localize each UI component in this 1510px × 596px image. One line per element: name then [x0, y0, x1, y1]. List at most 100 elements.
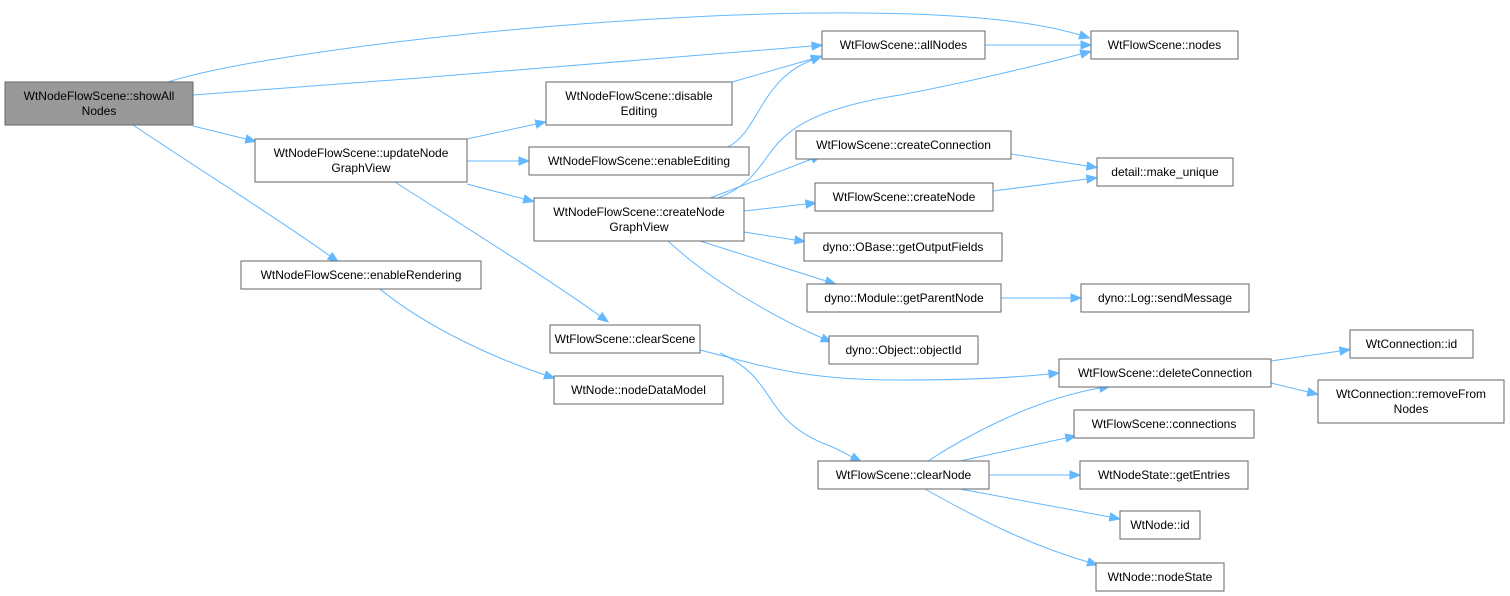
node-box[interactable]	[240, 260, 482, 290]
edge-deleteConnection-to-removeFromNodes	[1270, 382, 1320, 397]
node-deleteConnection[interactable]: WtFlowScene::deleteConnection	[1058, 358, 1272, 388]
edge-line	[1010, 153, 1088, 167]
node-enableRendering[interactable]: WtNodeFlowScene::enableRendering	[240, 260, 482, 290]
node-nodeDataModel[interactable]: WtNode::nodeDataModel	[553, 375, 724, 405]
edge-createNodeGraph-to-objectId	[667, 240, 833, 343]
arrowhead-icon	[1108, 512, 1122, 522]
node-box[interactable]	[1349, 329, 1474, 359]
node-createNode[interactable]: WtFlowScene::createNode	[814, 182, 994, 212]
edge-showAll-to-updateNode	[192, 125, 258, 144]
edge-line	[466, 183, 525, 200]
edge-line	[743, 231, 796, 241]
edge-clearNode-to-getEntries	[989, 470, 1082, 480]
node-box[interactable]	[4, 81, 194, 126]
edge-deleteConnection-to-connectionId	[1270, 346, 1352, 362]
node-box[interactable]	[1317, 379, 1505, 424]
edge-line	[1270, 350, 1341, 362]
node-box[interactable]	[533, 197, 745, 242]
arrowhead-icon	[819, 333, 833, 343]
node-nodeId[interactable]: WtNode::id	[1119, 510, 1201, 540]
node-clearNode[interactable]: WtFlowScene::clearNode	[817, 460, 990, 490]
node-box[interactable]	[814, 182, 994, 212]
node-box[interactable]	[817, 460, 990, 490]
edge-line	[192, 45, 813, 96]
node-box[interactable]	[795, 130, 1012, 160]
node-getEntries[interactable]: WtNodeState::getEntries	[1079, 460, 1249, 490]
node-connectionId[interactable]: WtConnection::id	[1349, 329, 1474, 359]
arrowhead-icon	[1070, 293, 1083, 303]
node-box[interactable]	[545, 81, 733, 126]
edge-line	[709, 158, 813, 199]
node-box[interactable]	[1095, 562, 1225, 592]
node-label: WtFlowScene::connections	[1092, 417, 1237, 431]
edge-disableEditing-to-allNodes	[731, 54, 823, 83]
arrowhead-icon	[596, 311, 610, 323]
arrowhead-icon	[1069, 470, 1082, 480]
node-objectId[interactable]: dyno::Object::objectId	[828, 335, 979, 365]
node-connections[interactable]: WtFlowScene::connections	[1073, 409, 1255, 439]
edge-line	[1270, 382, 1309, 393]
node-label: WtConnection::id	[1366, 337, 1457, 351]
edge-allNodes-to-nodes	[985, 40, 1093, 50]
node-label: WtFlowScene::nodes	[1108, 38, 1221, 52]
edge-updateNode-to-createNodeGraph	[466, 183, 535, 204]
node-label: WtNodeFlowScene::showAll	[24, 89, 175, 103]
edge-clearNode-to-connections	[959, 433, 1078, 462]
edge-line	[959, 488, 1111, 518]
node-box[interactable]	[803, 232, 1003, 262]
edge-line	[719, 352, 853, 458]
node-box[interactable]	[1090, 30, 1239, 60]
node-box[interactable]	[1058, 358, 1272, 388]
node-getParentNode[interactable]: dyno::Module::getParentNode	[806, 283, 1002, 313]
edge-createNode-to-makeUnique	[992, 174, 1099, 192]
arrowhead-icon	[1338, 346, 1352, 356]
node-box[interactable]	[821, 30, 986, 60]
node-enableEditing[interactable]: WtNodeFlowScene::enableEditing	[528, 146, 750, 176]
node-box[interactable]	[1073, 409, 1255, 439]
node-box[interactable]	[1079, 460, 1249, 490]
node-label: dyno::Object::objectId	[845, 343, 961, 357]
node-createConnection[interactable]: WtFlowScene::createConnection	[795, 130, 1012, 160]
arrowhead-icon	[1085, 161, 1099, 171]
node-label: WtFlowScene::clearNode	[836, 468, 972, 482]
node-box[interactable]	[553, 375, 724, 405]
node-label: dyno::Log::sendMessage	[1098, 291, 1232, 305]
node-label: WtNode::id	[1130, 518, 1189, 532]
node-box[interactable]	[528, 146, 750, 176]
node-box[interactable]	[1096, 157, 1234, 187]
arrowhead-icon	[518, 156, 531, 166]
node-label: WtFlowScene::createNode	[833, 190, 976, 204]
node-makeUnique[interactable]: detail::make_unique	[1096, 157, 1234, 187]
edge-line	[132, 124, 331, 257]
edge-line	[394, 181, 601, 317]
node-label: GraphView	[331, 161, 390, 175]
node-box[interactable]	[1119, 510, 1201, 540]
arrowhead-icon	[1078, 30, 1091, 40]
arrowhead-icon	[793, 235, 807, 245]
node-clearScene[interactable]: WtFlowScene::clearScene	[549, 324, 701, 354]
node-sendMessage[interactable]: dyno::Log::sendMessage	[1080, 283, 1250, 313]
edge-line	[959, 437, 1067, 462]
edges-layer	[132, 12, 1352, 567]
node-box[interactable]	[806, 283, 1002, 313]
node-label: Nodes	[82, 104, 117, 118]
arrowhead-icon	[1080, 40, 1093, 50]
node-nodeState[interactable]: WtNode::nodeState	[1095, 562, 1225, 592]
edge-line	[699, 240, 827, 282]
edge-createNodeGraph-to-getOutputFields	[743, 231, 807, 245]
edge-createConnection-to-makeUnique	[1010, 153, 1099, 171]
node-label: WtFlowScene::clearScene	[555, 332, 696, 346]
node-nodes[interactable]: WtFlowScene::nodes	[1090, 30, 1239, 60]
node-box[interactable]	[1080, 283, 1250, 313]
node-allNodes[interactable]: WtFlowScene::allNodes	[821, 30, 986, 60]
edge-clearScene-to-deleteConnection	[699, 349, 1061, 381]
node-box[interactable]	[549, 324, 701, 354]
node-box[interactable]	[828, 335, 979, 365]
node-getOutputFields[interactable]: dyno::OBase::getOutputFields	[803, 232, 1003, 262]
node-box[interactable]	[254, 138, 468, 183]
